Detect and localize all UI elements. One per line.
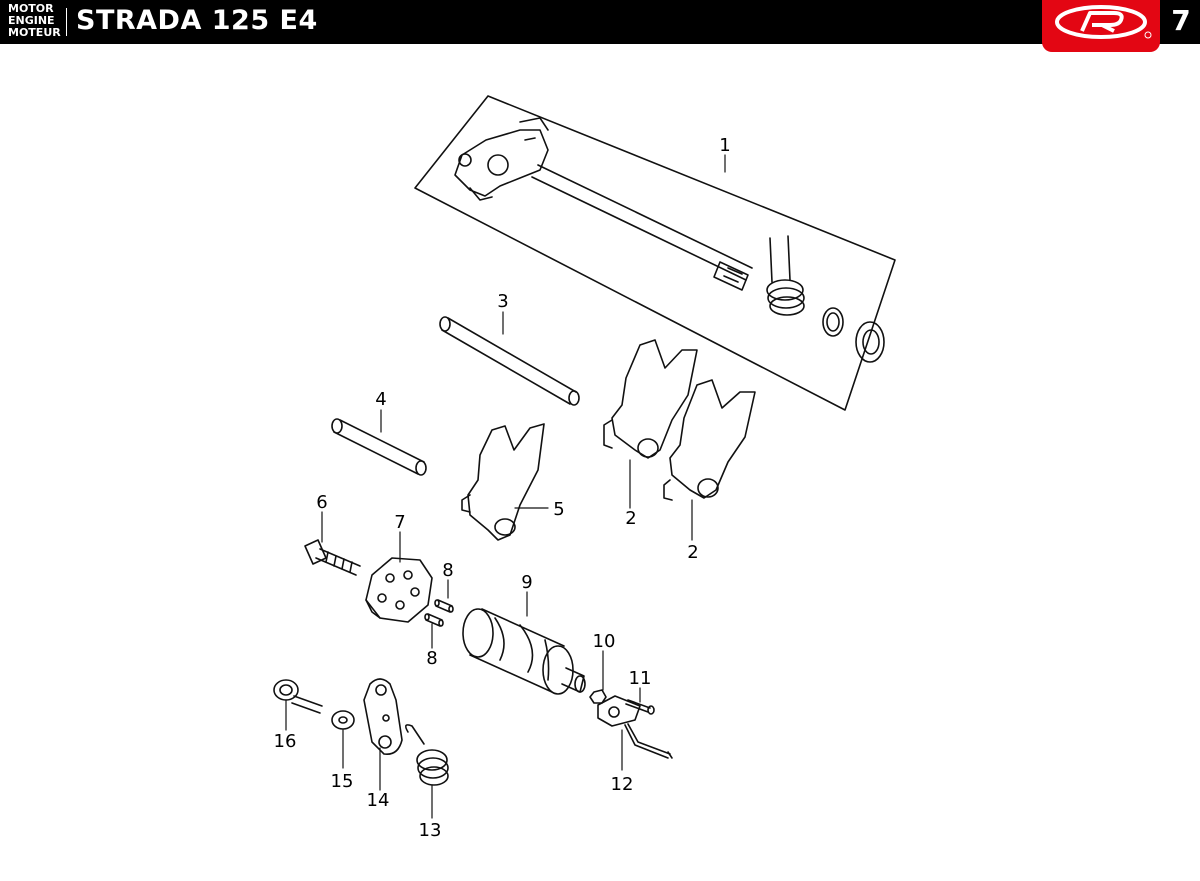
callout-10: 10 (593, 631, 616, 652)
neutral-switch (597, 695, 673, 759)
model-title: STRADA 125 E4 (76, 5, 318, 36)
return-spring (766, 235, 805, 316)
callout-11: 11 (629, 668, 652, 689)
washer (855, 321, 885, 363)
brand-logo (1042, 0, 1160, 52)
nut (589, 689, 607, 704)
callout-14: 14 (367, 790, 390, 811)
callout-2-upper: 2 (625, 508, 636, 529)
category-label: MOTOR ENGINE MOTEUR (8, 3, 64, 39)
callout-labels: 1 2 2 3 4 5 6 7 8 8 9 10 11 12 13 14 15 … (274, 135, 731, 841)
callout-9: 9 (521, 572, 532, 593)
header-separator (66, 8, 67, 36)
shift-fork-5 (461, 423, 545, 541)
fork-rod-short (331, 418, 427, 476)
circlip (822, 307, 844, 337)
callout-8-upper: 8 (442, 560, 453, 581)
callout-4: 4 (375, 389, 386, 410)
small-washer (331, 710, 355, 730)
page-number: 7 (1171, 4, 1191, 37)
shift-fork-2-lower (663, 379, 756, 501)
callout-8-lower: 8 (426, 648, 437, 669)
stopper-lever (363, 678, 403, 756)
shift-drum (462, 608, 586, 695)
callout-12: 12 (611, 774, 634, 795)
callout-5: 5 (553, 499, 564, 520)
stopper-spring (404, 724, 449, 786)
callout-1: 1 (719, 135, 730, 156)
shift-shaft-assembly-outline (414, 95, 896, 411)
callout-16: 16 (274, 731, 297, 752)
fork-rod-long (439, 316, 580, 406)
rieju-r-logo-icon (1055, 5, 1152, 39)
category-line-moteur: MOTEUR (8, 26, 61, 39)
callout-15: 15 (331, 771, 354, 792)
bolt (304, 539, 361, 576)
callout-7: 7 (394, 512, 405, 533)
pin-lower (424, 613, 444, 627)
header-bar: MOTOR ENGINE MOTEUR STRADA 125 E4 7 (0, 0, 1200, 52)
category-line-motor: MOTOR (8, 2, 54, 15)
leader-lines (285, 154, 726, 819)
callout-13: 13 (419, 820, 442, 841)
star-plate (365, 557, 433, 623)
screw (625, 699, 655, 715)
callout-3: 3 (497, 291, 508, 312)
shift-shaft (454, 117, 753, 291)
shift-fork-2-upper (603, 339, 698, 459)
pin-upper (434, 599, 454, 613)
flange-bolt (273, 679, 323, 714)
callout-2-lower: 2 (687, 542, 698, 563)
category-line-engine: ENGINE (8, 14, 55, 27)
callout-6: 6 (316, 492, 327, 513)
